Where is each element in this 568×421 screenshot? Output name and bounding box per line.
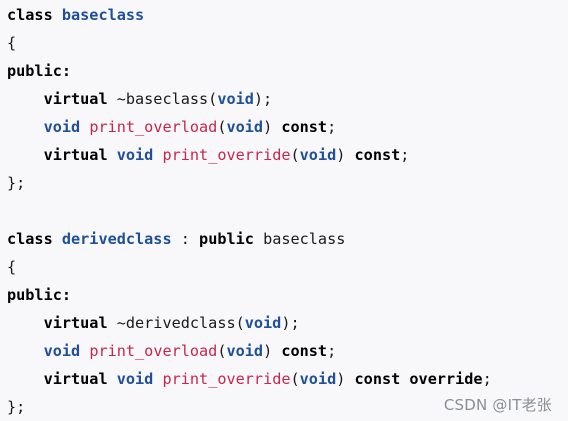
- code-text: [7, 342, 44, 360]
- code-keyword: override: [409, 370, 483, 388]
- code-type: void: [299, 370, 337, 388]
- code-type: void: [244, 314, 282, 332]
- code-keyword: virtual: [43, 90, 108, 108]
- code-text: [108, 370, 117, 388]
- code-text: (: [217, 118, 227, 136]
- code-type: void: [116, 370, 154, 388]
- code-keyword: virtual: [43, 370, 108, 388]
- code-line: public:: [7, 57, 492, 85]
- code-keyword: const: [354, 146, 401, 164]
- code-function: print_overload: [89, 342, 218, 360]
- code-text: );: [281, 314, 300, 332]
- code-text: [80, 342, 89, 360]
- code-function: print_overload: [89, 118, 218, 136]
- code-text: :: [171, 230, 200, 248]
- code-text: (: [217, 342, 227, 360]
- code-text: {: [7, 258, 17, 276]
- code-line: {: [7, 29, 492, 57]
- code-text: {: [7, 34, 17, 52]
- code-line: };: [7, 169, 492, 197]
- code-keyword: const: [281, 118, 328, 136]
- code-text: [7, 314, 44, 332]
- code-text: [53, 6, 62, 24]
- code-text: ;: [482, 370, 492, 388]
- code-text: ~derivedclass(: [107, 314, 245, 332]
- watermark-label: CSDN @IT老张: [443, 396, 552, 414]
- code-type: derivedclass: [61, 230, 172, 248]
- code-keyword: virtual: [43, 314, 108, 332]
- code-text: [7, 90, 44, 108]
- code-line: class derivedclass : public baseclass: [7, 225, 492, 253]
- code-text: [53, 230, 62, 248]
- code-line: [7, 197, 492, 225]
- code-type: void: [299, 146, 337, 164]
- code-text: };: [7, 398, 26, 416]
- code-line: class baseclass: [7, 1, 492, 29]
- code-text: ): [336, 146, 355, 164]
- code-text: (: [290, 370, 300, 388]
- code-type: void: [226, 118, 264, 136]
- code-text: [7, 146, 44, 164]
- code-text: (: [290, 146, 300, 164]
- code-keyword: const: [281, 342, 328, 360]
- code-block: class baseclass { public: virtual ~basecla…: [7, 1, 492, 421]
- code-text: ): [336, 370, 355, 388]
- code-text: ~baseclass(: [107, 90, 218, 108]
- code-line: virtual ~baseclass(void);: [7, 85, 492, 113]
- code-text: ): [263, 118, 282, 136]
- code-line: virtual void print_override(void) const;: [7, 141, 492, 169]
- code-text: [7, 118, 44, 136]
- code-keyword: virtual: [43, 146, 108, 164]
- code-type: void: [226, 342, 264, 360]
- code-type: void: [116, 146, 154, 164]
- code-line: void print_overload(void) const;: [7, 337, 492, 365]
- code-keyword: const: [354, 370, 401, 388]
- code-keyword: public:: [7, 62, 72, 80]
- code-line: virtual ~derivedclass(void);: [7, 309, 492, 337]
- code-text: };: [7, 174, 26, 192]
- code-line: public:: [7, 281, 492, 309]
- code-keyword: class: [7, 6, 53, 24]
- code-text: [80, 118, 89, 136]
- code-keyword: public:: [7, 286, 72, 304]
- code-line: virtual void print_override(void) const …: [7, 365, 492, 393]
- code-type: void: [217, 90, 254, 108]
- code-text: ;: [400, 146, 410, 164]
- code-type: void: [43, 342, 81, 360]
- code-text: [108, 146, 117, 164]
- code-keyword: class: [7, 230, 53, 248]
- code-function: print_override: [162, 146, 291, 164]
- code-text: [7, 370, 44, 388]
- code-text: ;: [327, 118, 337, 136]
- code-text: );: [253, 90, 273, 108]
- code-type: baseclass: [61, 6, 145, 24]
- code-type: void: [43, 118, 81, 136]
- code-line: };: [7, 393, 492, 421]
- code-keyword: public: [199, 230, 254, 248]
- code-text: ;: [327, 342, 337, 360]
- code-line: {: [7, 253, 492, 281]
- code-text: baseclass: [253, 230, 346, 248]
- code-line: void print_overload(void) const;: [7, 113, 492, 141]
- code-text: ): [263, 342, 282, 360]
- code-function: print_override: [162, 370, 291, 388]
